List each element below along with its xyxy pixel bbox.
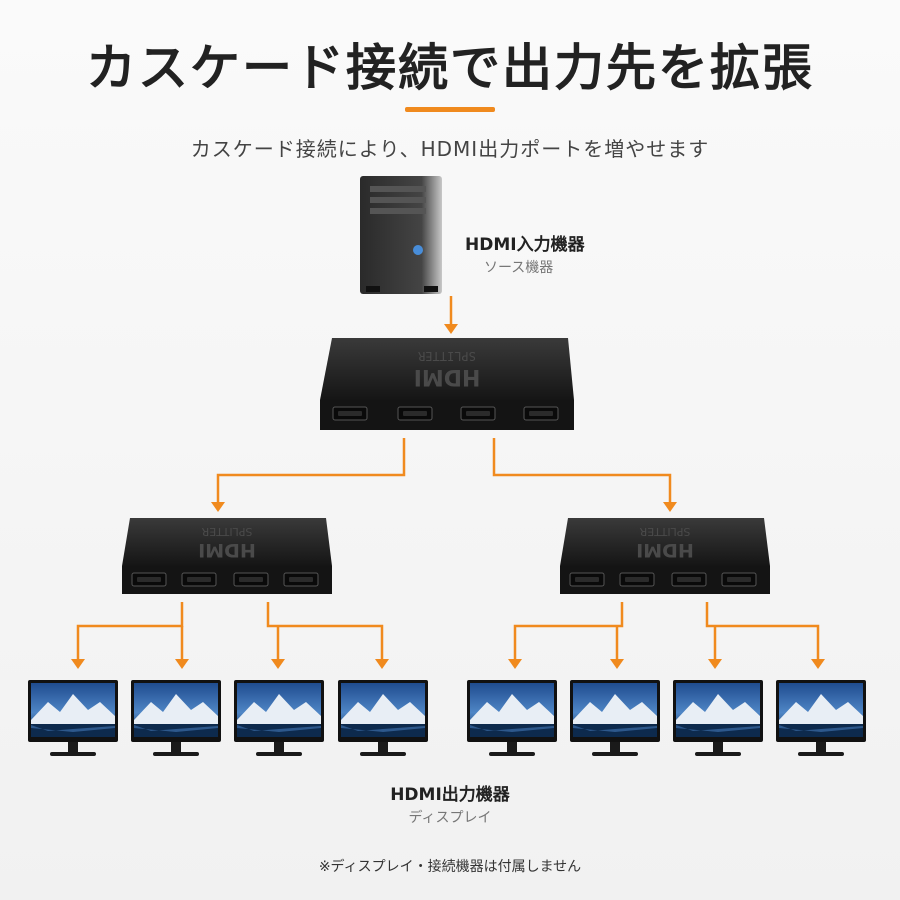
monitor-icon (673, 680, 763, 756)
connector-lines (76, 296, 820, 662)
monitor-icon (28, 680, 118, 756)
splitter-model: HDMI (636, 539, 694, 561)
monitor-icon (570, 680, 660, 756)
page-title: カスケード接続で出力先を拡張 (86, 39, 814, 97)
monitor-icon (338, 680, 428, 756)
left-splitter: SPLITTER HDMI (122, 518, 332, 594)
monitor-icon (131, 680, 221, 756)
pc-tower-icon (360, 176, 442, 294)
main-splitter: SPLITTER HDMI (320, 338, 574, 430)
output-device-label: HDMI出力機器 (390, 785, 510, 805)
splitter-model: HDMI (414, 364, 481, 389)
footnote: ※ディスプレイ・接続機器は付属しません (318, 859, 582, 875)
splitter-brand: SPLITTER (417, 349, 476, 363)
monitor-icon (467, 680, 557, 756)
monitor-icon (776, 680, 866, 756)
input-device-sublabel: ソース機器 (484, 260, 554, 276)
splitter-model: HDMI (198, 539, 256, 561)
right-splitter: SPLITTER HDMI (560, 518, 770, 594)
splitter-brand: SPLITTER (639, 525, 690, 538)
monitor-row (28, 680, 866, 756)
monitor-icon (234, 680, 324, 756)
page-subtitle: カスケード接続により、HDMI出力ポートを増やせます (190, 137, 710, 161)
splitter-brand: SPLITTER (201, 525, 252, 538)
arrow-down-icon (71, 324, 825, 669)
input-device-label: HDMI入力機器 (465, 235, 585, 255)
output-device-sublabel: ディスプレイ (408, 810, 492, 826)
title-underline (405, 107, 495, 112)
